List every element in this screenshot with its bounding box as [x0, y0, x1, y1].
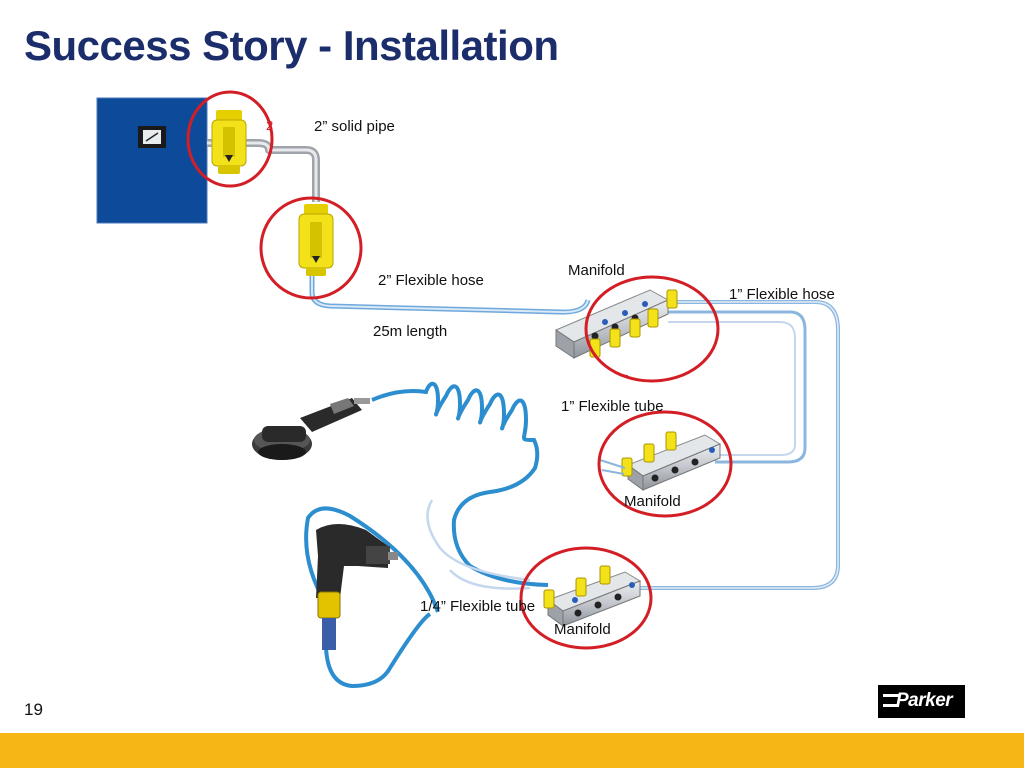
manifold-bottom: [543, 565, 642, 627]
manifold-top: [554, 289, 678, 377]
angle-grinder-icon: [252, 398, 370, 460]
gauge-icon: [138, 126, 166, 148]
impact-wrench-icon: [316, 524, 398, 650]
highlight-second-filter: [259, 196, 363, 300]
flexible-hose-1in-label: 1” Flexible hose: [729, 286, 835, 303]
manifold-middle-label: Manifold: [624, 493, 681, 510]
parker-logo-text: Parker: [896, 690, 953, 711]
highlight-top-filter: [186, 90, 274, 188]
compressor-panel: [96, 97, 208, 224]
top-filter: [211, 110, 247, 174]
impact-wrench-hose: [304, 506, 440, 689]
page-title: Success Story - Installation: [24, 22, 559, 69]
highlight-top-manifold: [584, 275, 720, 383]
highlight-circles: [186, 90, 733, 650]
top-filter-mark: 2: [266, 118, 274, 133]
flexible-tube-1in: [668, 310, 807, 464]
flexible-hose-2in-label: 2” Flexible hose: [378, 272, 484, 289]
manifold-bottom-label: Manifold: [554, 621, 611, 638]
flexible-tube-quarter: [426, 499, 531, 590]
highlight-bottom-manifold: [519, 546, 653, 650]
parker-logo: Parker: [878, 685, 965, 718]
manifold-top-label: Manifold: [568, 262, 625, 279]
second-filter: [298, 204, 334, 276]
footer-bar: [0, 733, 1024, 768]
coiled-air-hose: [371, 381, 549, 587]
highlight-middle-manifold: [597, 410, 733, 518]
flexible-tube-1in-label: 1” Flexible tube: [561, 398, 664, 415]
page-number: 19: [24, 700, 43, 719]
manifold-middle: [599, 431, 722, 491]
flexible-tube-quarter-label: 1/4” Flexible tube: [420, 598, 536, 615]
solid-pipe-label: 2” solid pipe: [314, 118, 395, 135]
parker-logo-mark: [883, 694, 899, 707]
length-label: 25m length: [373, 323, 448, 340]
